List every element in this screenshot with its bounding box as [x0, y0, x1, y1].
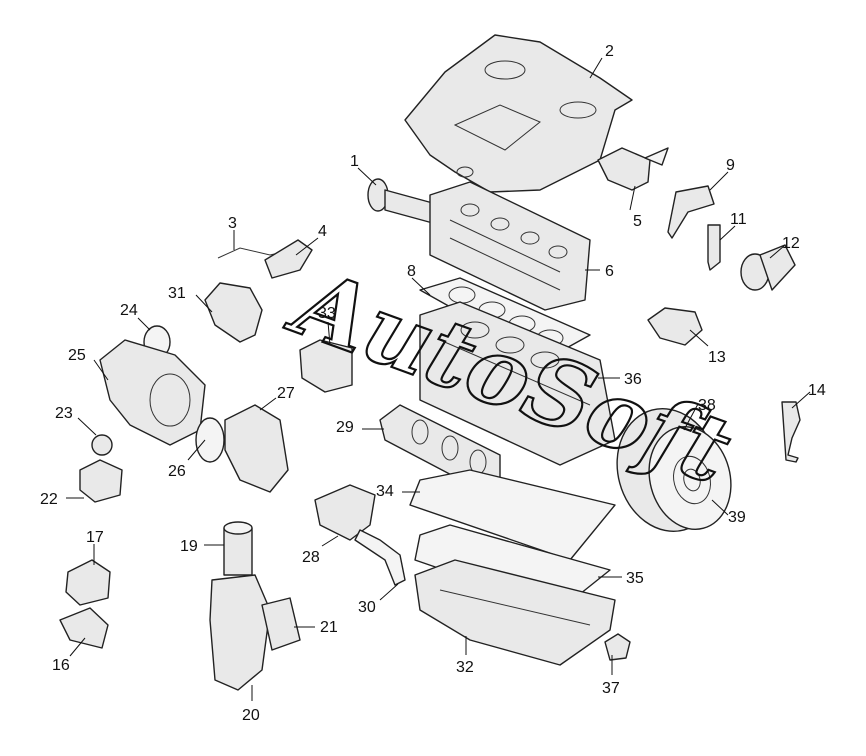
part-oil-pan [414, 559, 616, 666]
callout-9: 9 [726, 157, 735, 174]
callout-28: 28 [302, 549, 320, 566]
callout-3: 3 [228, 215, 237, 232]
part-engine-block [419, 301, 616, 466]
part-sensor-module [299, 339, 353, 393]
callout-13: 13 [708, 349, 726, 366]
callout-37: 37 [602, 680, 620, 697]
callout-4: 4 [318, 223, 327, 240]
part-temp-sensor [781, 401, 801, 463]
part-oil-pickup [314, 484, 406, 586]
callout-5: 5 [633, 213, 642, 230]
callout-27: 27 [277, 385, 295, 402]
callout-21: 21 [320, 619, 338, 636]
callout-30: 30 [358, 599, 376, 616]
part-water-pump [99, 325, 206, 446]
callout-11: 11 [730, 211, 747, 228]
callout-35: 35 [626, 570, 644, 587]
callout-labels: 2 1 3 4 5 6 8 9 11 12 13 14 16 17 19 20 … [40, 43, 826, 724]
callout-39: 39 [728, 509, 746, 526]
callout-14: 14 [808, 382, 826, 399]
callout-6: 6 [605, 263, 614, 280]
part-flywheel [616, 408, 732, 532]
part-coolant-flange [740, 244, 796, 291]
part-vacuum-pump [647, 307, 703, 346]
part-spark-plug [707, 224, 721, 271]
part-oil-cooler [261, 597, 301, 651]
part-cam-sensor [597, 147, 669, 191]
callout-12: 12 [782, 235, 800, 252]
part-upper-sump [409, 469, 616, 561]
part-cylinder-head [429, 181, 591, 311]
callout-38: 38 [698, 397, 716, 414]
callout-24: 24 [120, 302, 138, 319]
part-thermostat-housing [204, 282, 263, 343]
part-wiring-harness [217, 239, 313, 279]
part-thermostat [79, 434, 123, 503]
part-ignition-coil [667, 185, 715, 239]
callout-31: 31 [168, 285, 186, 302]
callout-8: 8 [407, 263, 416, 280]
callout-17: 17 [86, 529, 104, 546]
part-camshaft [367, 178, 441, 226]
callout-26: 26 [168, 463, 186, 480]
leader-lines [66, 57, 811, 701]
callout-2: 2 [605, 43, 614, 60]
part-engine-mount [59, 559, 111, 649]
part-drain-plug [604, 633, 631, 661]
callout-25: 25 [68, 347, 86, 364]
callout-23: 23 [55, 405, 73, 422]
callout-29: 29 [336, 419, 354, 436]
part-engine-cover [404, 34, 633, 193]
callout-34: 34 [376, 483, 394, 500]
callout-33: 33 [318, 305, 336, 322]
callout-20: 20 [242, 707, 260, 724]
callout-22: 22 [40, 491, 58, 508]
callout-36: 36 [624, 371, 642, 388]
part-oil-filter [223, 521, 253, 576]
part-filter-bracket [209, 574, 271, 691]
part-timing-cover [195, 404, 289, 493]
callout-19: 19 [180, 538, 198, 555]
callout-32: 32 [456, 659, 474, 676]
callout-1: 1 [350, 153, 359, 170]
callout-16: 16 [52, 657, 70, 674]
